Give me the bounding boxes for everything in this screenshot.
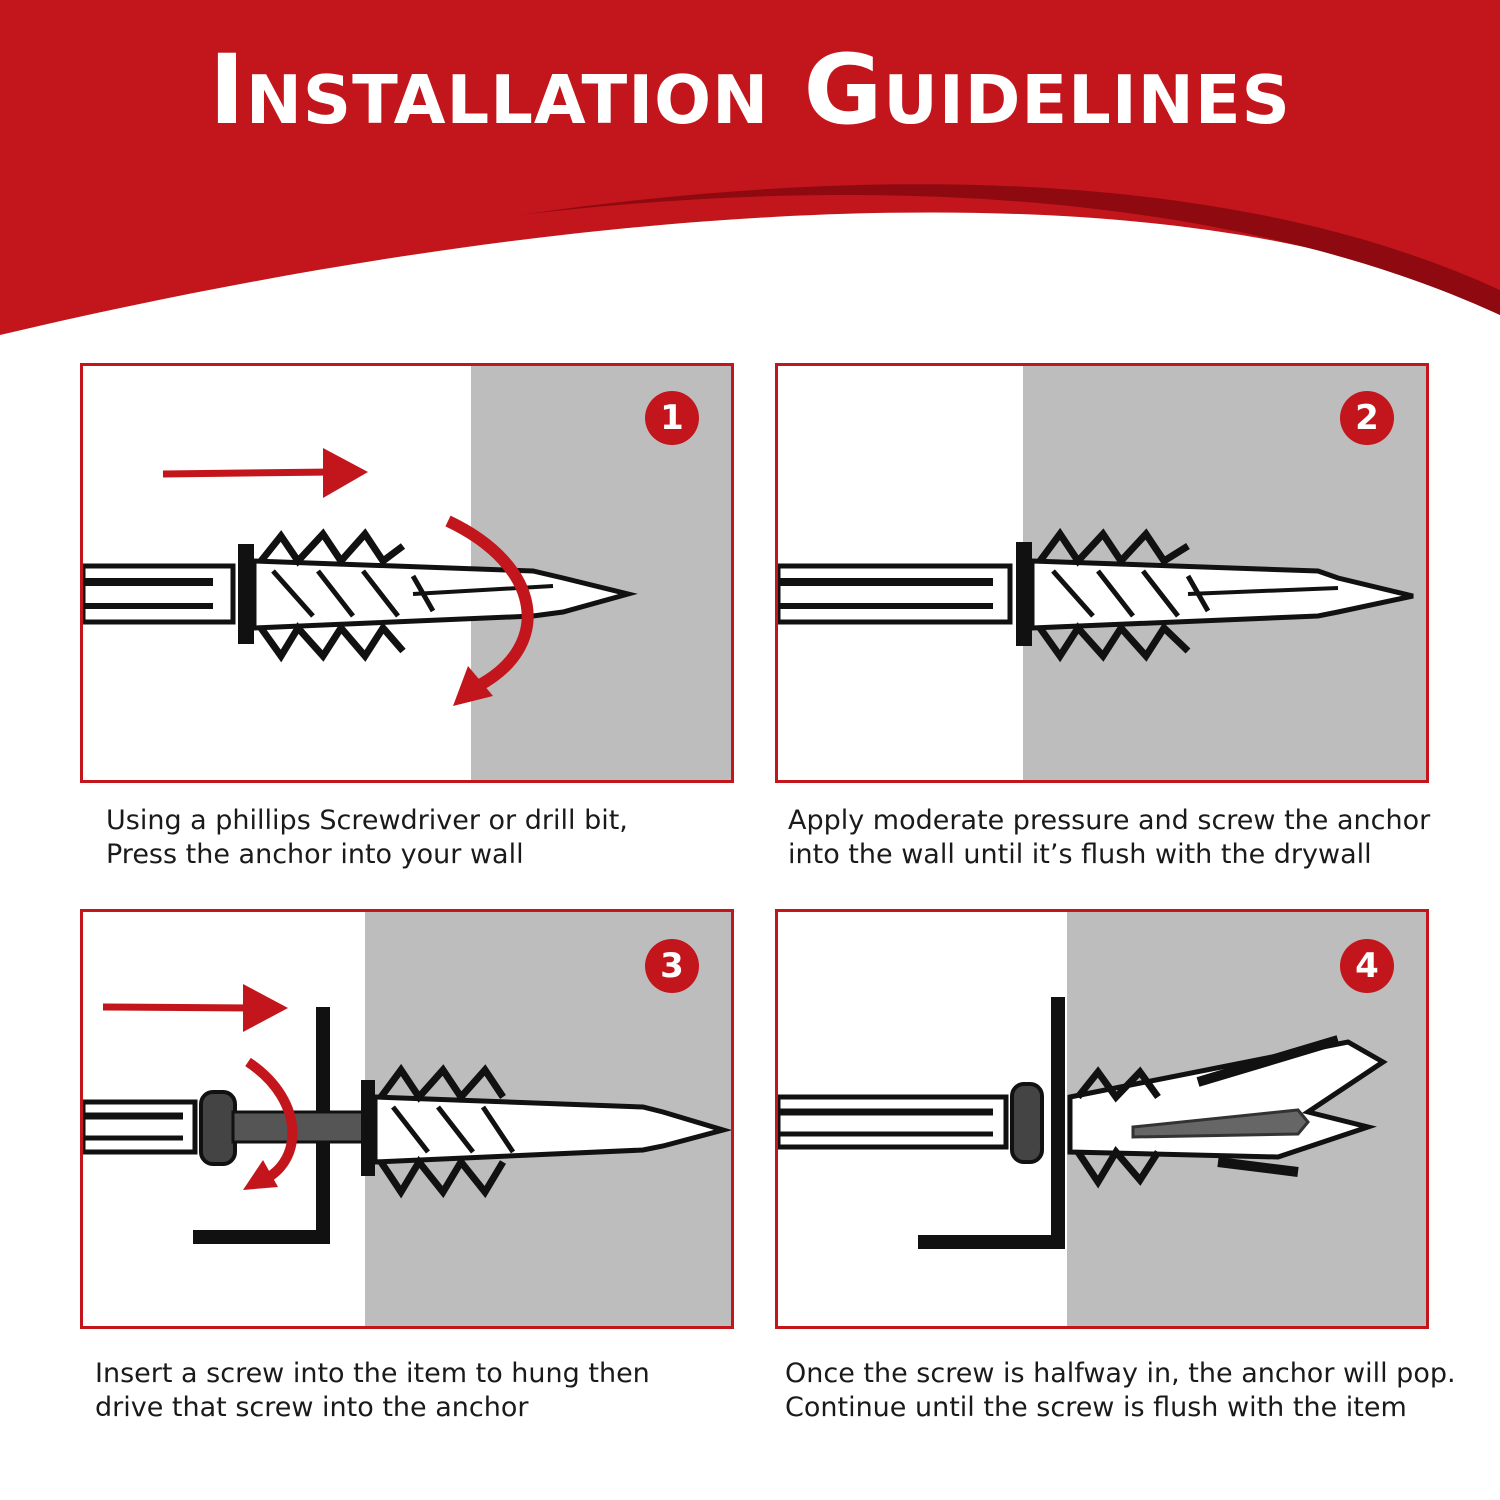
- step-3-caption: Insert a screw into the item to hung the…: [95, 1357, 650, 1425]
- step-3-badge: 3: [645, 939, 699, 993]
- step-3-caption-line-1: Insert a screw into the item to hung the…: [95, 1358, 650, 1389]
- step-4-caption-line-1: Once the screw is halfway in, the anchor…: [785, 1358, 1456, 1389]
- step-1-caption: Using a phillips Screwdriver or drill bi…: [106, 804, 628, 872]
- step-4-caption-line-2: Continue until the screw is flush with t…: [785, 1392, 1407, 1423]
- step-2-caption: Apply moderate pressure and screw the an…: [788, 804, 1430, 872]
- step-2-caption-line-2: into the wall until it’s flush with the …: [788, 839, 1372, 870]
- step-1-badge: 1: [645, 391, 699, 445]
- step-4-caption: Once the screw is halfway in, the anchor…: [785, 1357, 1456, 1425]
- step-4-badge: 4: [1340, 939, 1394, 993]
- step-3-panel: 3: [80, 909, 734, 1329]
- step-4-illustration: [778, 912, 1426, 1326]
- step-1-illustration: [83, 366, 731, 780]
- step-1-caption-line-1: Using a phillips Screwdriver or drill bi…: [106, 805, 628, 836]
- page-title: Installation Guidelines: [209, 34, 1291, 146]
- step-2-badge: 2: [1340, 391, 1394, 445]
- step-4-panel: 4: [775, 909, 1429, 1329]
- header-banner: [0, 0, 1500, 335]
- step-2-caption-line-1: Apply moderate pressure and screw the an…: [788, 805, 1431, 836]
- step-1-panel: 1: [80, 363, 734, 783]
- step-2-illustration: [778, 366, 1426, 780]
- step-3-illustration: [83, 912, 731, 1326]
- step-2-panel: 2: [775, 363, 1429, 783]
- step-1-caption-line-2: Press the anchor into your wall: [106, 839, 524, 870]
- step-3-caption-line-2: drive that screw into the anchor: [95, 1392, 529, 1423]
